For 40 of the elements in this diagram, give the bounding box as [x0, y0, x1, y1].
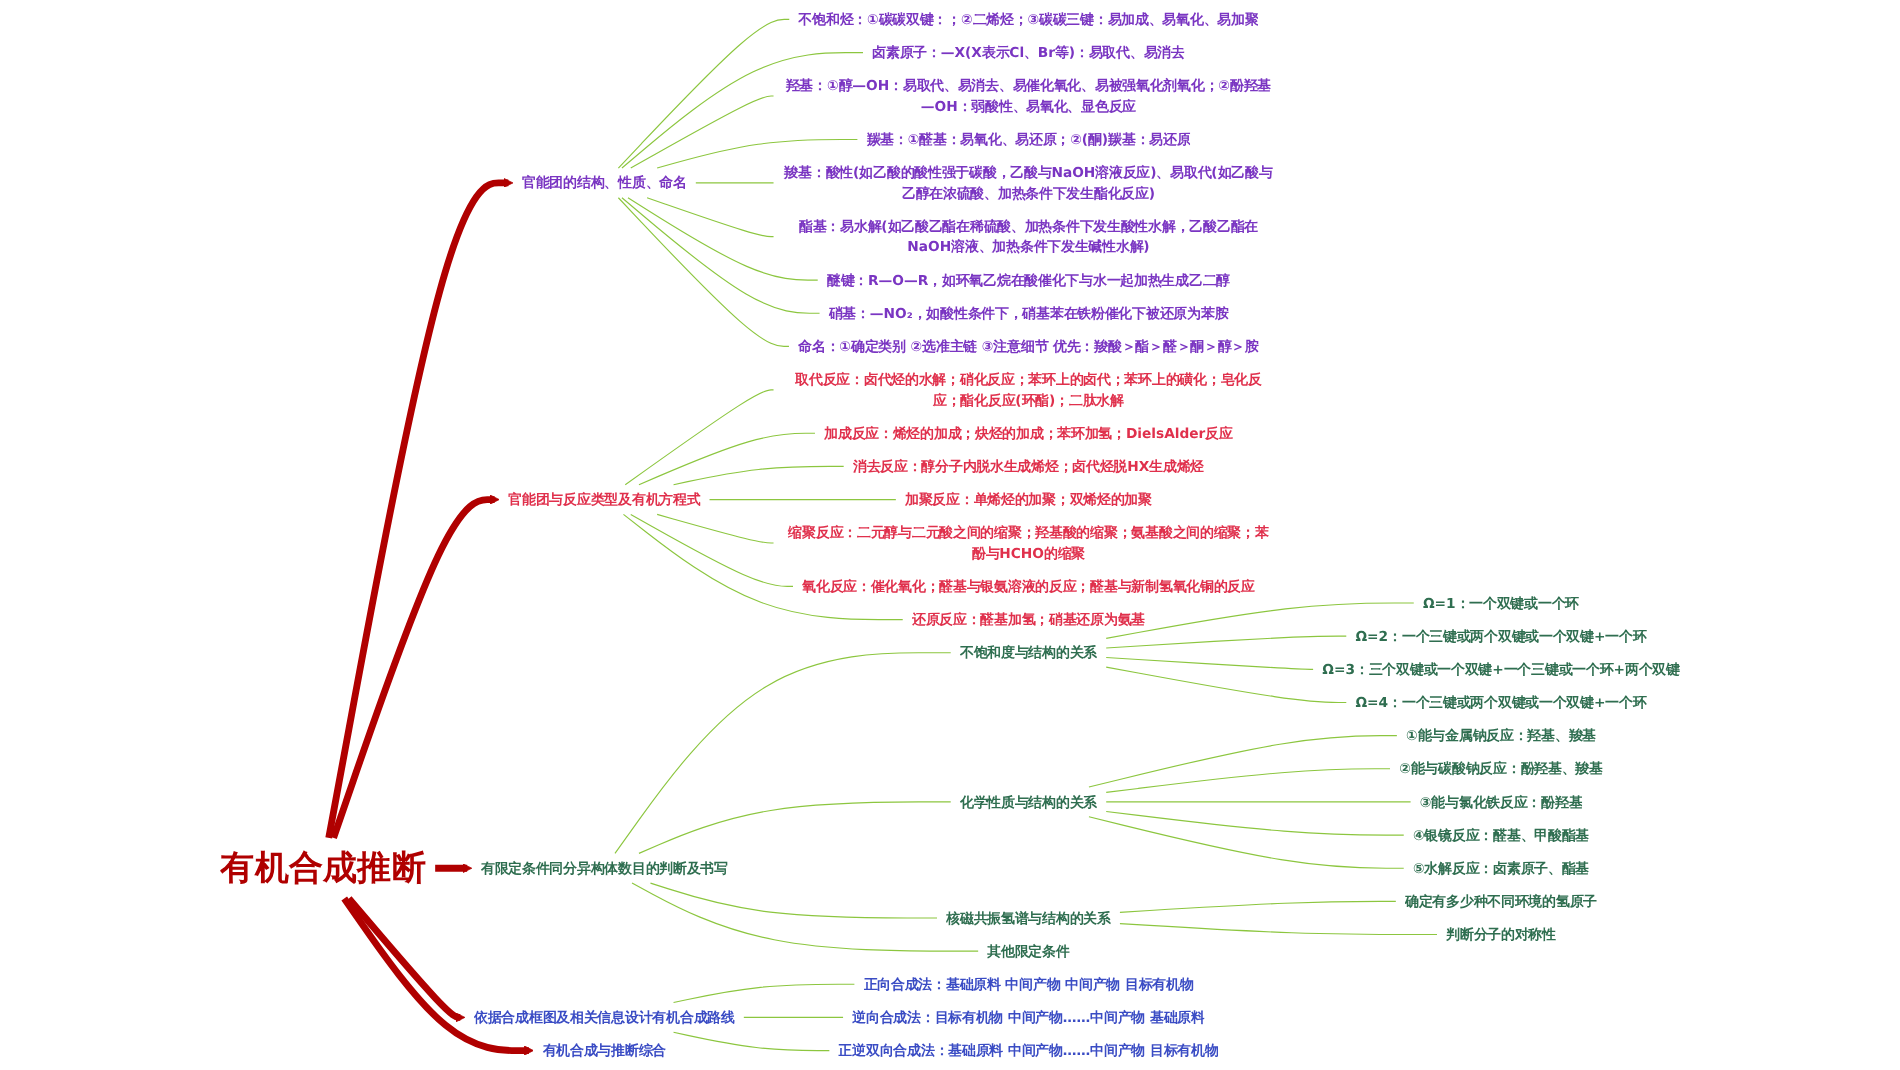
connector [1105, 810, 1405, 836]
connector [1088, 816, 1405, 869]
connector [622, 513, 904, 621]
node-text: 有机合成推断 [220, 848, 427, 889]
connector [708, 499, 897, 501]
connector [672, 1031, 830, 1052]
connector [614, 652, 952, 854]
arrow [346, 896, 466, 1023]
connector [624, 389, 775, 486]
connector [1105, 768, 1391, 793]
connector [1105, 801, 1412, 803]
arrow [341, 896, 534, 1056]
connector [656, 138, 858, 169]
arrow [330, 494, 500, 840]
connector [617, 18, 790, 169]
connector [617, 197, 790, 347]
connector [630, 513, 794, 587]
connector [646, 197, 775, 238]
connector [1105, 635, 1347, 649]
connector [672, 983, 855, 1004]
connector [638, 432, 816, 486]
connector [743, 1016, 844, 1018]
arrow [434, 863, 473, 874]
connector [631, 882, 979, 952]
connector [649, 882, 938, 919]
connector [1088, 735, 1398, 788]
connector [656, 513, 775, 544]
connector [1119, 900, 1397, 913]
connector [1105, 602, 1415, 639]
connector [621, 197, 821, 314]
connector [695, 182, 775, 184]
connector [621, 52, 864, 169]
connector [1119, 923, 1438, 936]
connector [1105, 656, 1314, 670]
arrow [325, 177, 514, 839]
connector [638, 801, 952, 854]
connector [627, 197, 819, 281]
connector [630, 95, 775, 169]
connector [672, 465, 845, 486]
connector [1105, 666, 1347, 704]
